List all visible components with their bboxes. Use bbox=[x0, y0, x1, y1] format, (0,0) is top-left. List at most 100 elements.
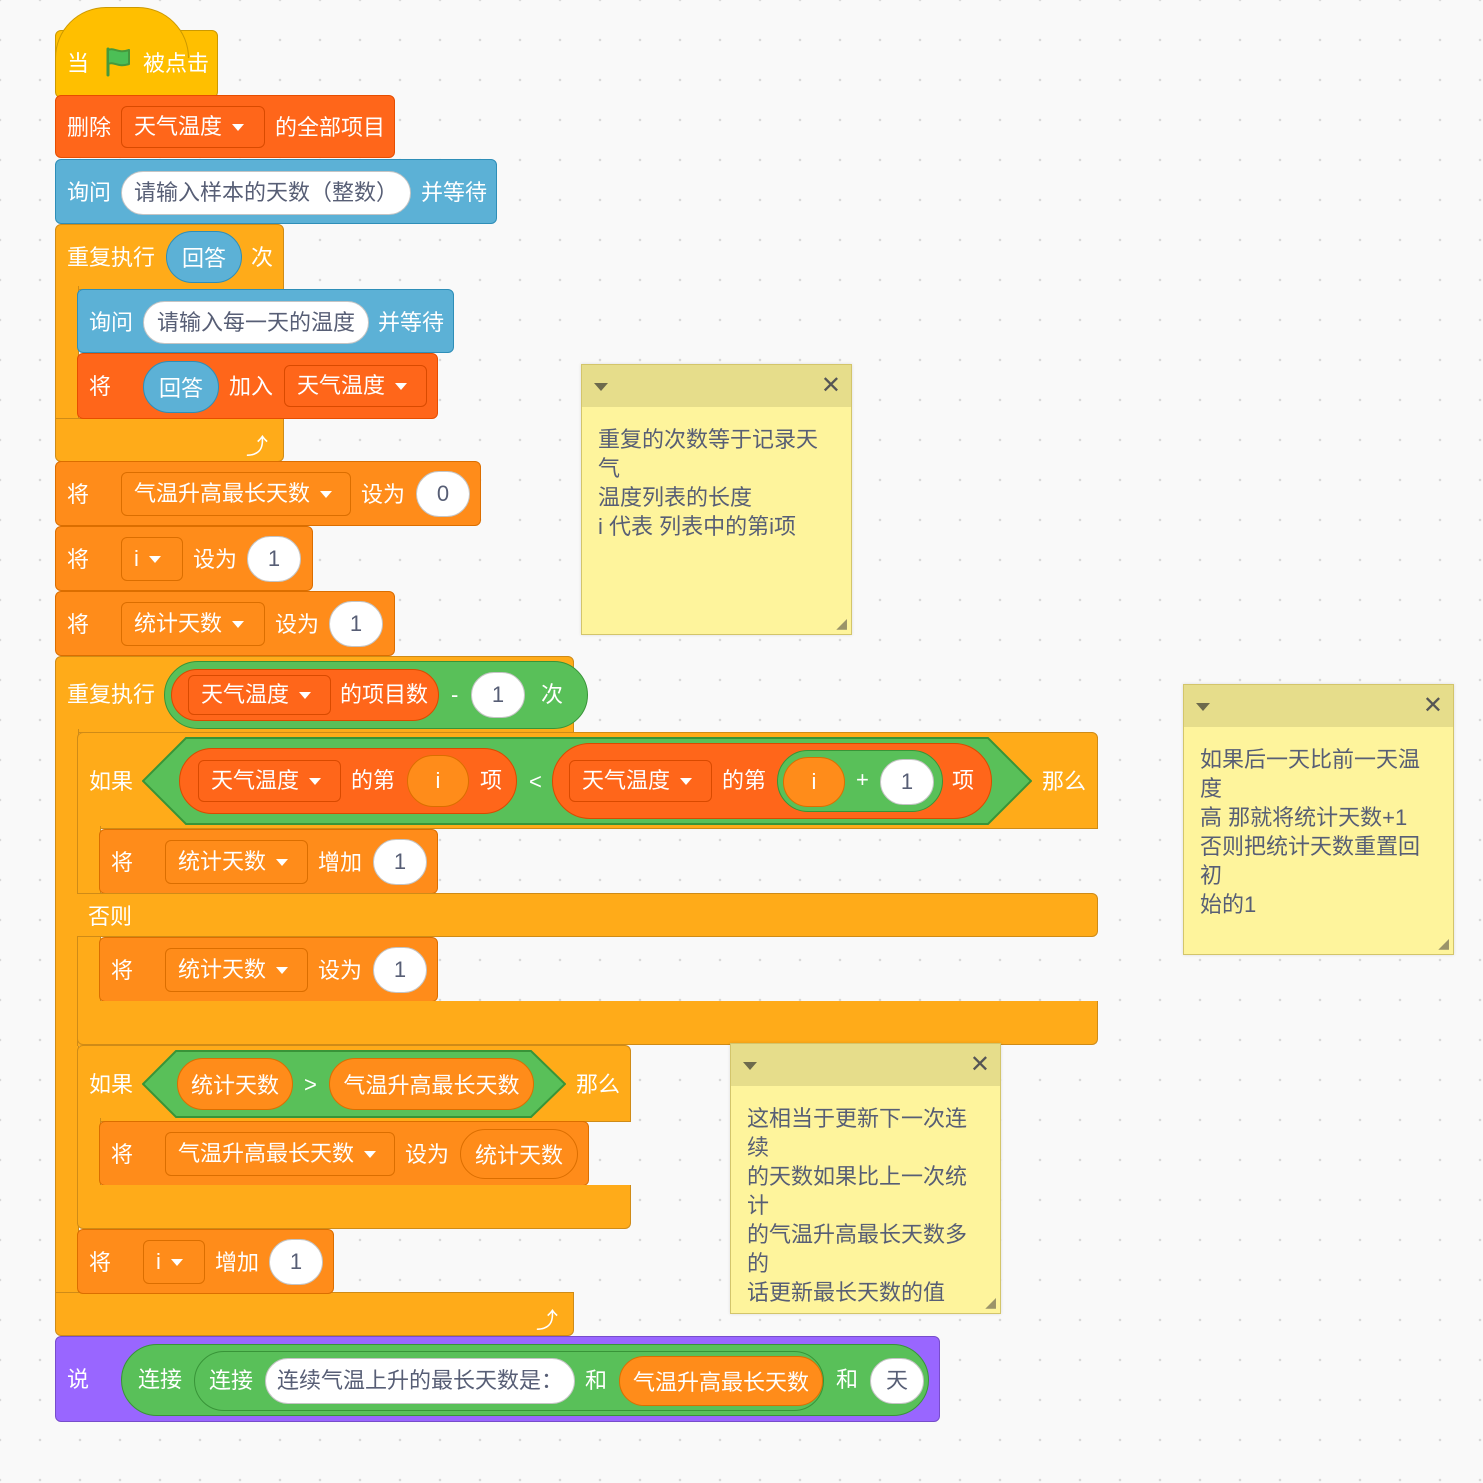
number-input[interactable]: 1 bbox=[880, 759, 934, 805]
chevron-down-icon bbox=[276, 966, 289, 974]
change-variable-block[interactable]: 将 i 增加 1 bbox=[77, 1229, 334, 1294]
value-input[interactable]: 1 bbox=[329, 601, 383, 647]
close-icon[interactable]: ✕ bbox=[969, 1051, 990, 1078]
ask-label: 询问 bbox=[89, 310, 134, 335]
list-dropdown[interactable]: 天气温度 bbox=[569, 760, 712, 802]
ask-label: 询问 bbox=[67, 180, 112, 205]
chevron-down-icon bbox=[232, 620, 245, 628]
if-bottom-arm bbox=[77, 1001, 1098, 1045]
comment-note[interactable]: ✕ 如果后一天比前一天温度 高 那就将统计天数+1 否则把统计天数重置回初 始的… bbox=[1183, 684, 1454, 955]
text-input[interactable]: 天 bbox=[870, 1358, 924, 1404]
chevron-down-icon bbox=[320, 490, 333, 498]
variable-dropdown[interactable]: 统计天数 bbox=[165, 948, 308, 992]
question-input[interactable]: 请输入样本的天数（整数） bbox=[121, 171, 411, 215]
say-block[interactable]: 说 连接 连接 连续气温上升的最长天数是： 和 气温升高最长天数 和 天 bbox=[55, 1336, 940, 1422]
plus-label: + bbox=[856, 767, 869, 792]
else-label: 否则 bbox=[88, 904, 133, 929]
if-block[interactable]: 如果 统计天数 > 气温升高最长天数 那么 bbox=[77, 1045, 631, 1122]
set-to-label: 设为 bbox=[193, 547, 238, 572]
answer-reporter[interactable]: 回答 bbox=[166, 231, 242, 283]
join-operator[interactable]: 连接 连接 连续气温上升的最长天数是： 和 气温升高最长天数 和 天 bbox=[121, 1344, 929, 1416]
ask-and-wait-block[interactable]: 询问 请输入样本的天数（整数） 并等待 bbox=[55, 159, 497, 224]
variable-dropdown[interactable]: 气温升高最长天数 bbox=[165, 1132, 395, 1176]
variable-dropdown[interactable]: 统计天数 bbox=[165, 840, 308, 884]
collapse-caret-icon[interactable] bbox=[743, 1062, 757, 1070]
variable-i-reporter[interactable]: i bbox=[407, 755, 469, 807]
set-variable-block[interactable]: 将 i 设为 1 bbox=[55, 526, 313, 591]
length-of-label: 的项目数 bbox=[340, 682, 429, 707]
minus-label: - bbox=[451, 682, 459, 707]
resize-handle-icon[interactable]: ◢ bbox=[1438, 935, 1449, 951]
variable-i-reporter[interactable]: i bbox=[783, 757, 845, 807]
variable-dropdown[interactable]: i bbox=[121, 537, 183, 581]
then-label: 那么 bbox=[1042, 769, 1087, 794]
change-variable-block[interactable]: 将 统计天数 增加 1 bbox=[99, 829, 438, 894]
max-variable-reporter[interactable]: 气温升高最长天数 bbox=[619, 1356, 823, 1406]
value-input[interactable]: 1 bbox=[373, 839, 427, 885]
collapse-caret-icon[interactable] bbox=[594, 383, 608, 391]
clicked-label: 被点击 bbox=[143, 51, 210, 76]
set-label: 将 bbox=[111, 958, 134, 983]
value-input[interactable]: 1 bbox=[247, 536, 301, 582]
add-to-list-block[interactable]: 将 回答 加入 天气温度 bbox=[77, 353, 438, 419]
chevron-down-icon bbox=[309, 777, 322, 785]
question-input[interactable]: 请输入每一天的温度 bbox=[143, 301, 369, 344]
resize-handle-icon[interactable]: ◢ bbox=[836, 615, 847, 631]
comment-text[interactable]: 重复的次数等于记录天气 温度列表的长度 i 代表 列表中的第i项 bbox=[598, 427, 819, 539]
comment-text[interactable]: 这相当于更新下一次连续 的天数如果比上一次统计 的气温升高最长天数多的 话更新最… bbox=[747, 1106, 968, 1305]
list-dropdown[interactable]: 天气温度 bbox=[188, 675, 331, 715]
item-of-list-reporter[interactable]: 天气温度 的第 i + 1 项 bbox=[552, 743, 992, 819]
set-to-label: 设为 bbox=[275, 612, 320, 637]
ask-and-wait-block[interactable]: 询问 请输入每一天的温度 并等待 bbox=[77, 289, 454, 353]
answer-reporter[interactable]: 回答 bbox=[143, 361, 219, 413]
item-of-list-reporter[interactable]: 天气温度 的第 i 项 bbox=[179, 748, 517, 814]
text-input[interactable]: 连续气温上升的最长天数是： bbox=[265, 1358, 575, 1404]
delete-all-of-list-block[interactable]: 删除 天气温度 的全部项目 bbox=[55, 95, 395, 158]
repeat-block[interactable]: 重复执行 天气温度 的项目数 - 1 次 bbox=[55, 656, 588, 733]
change-by-label: 增加 bbox=[318, 850, 363, 875]
collapse-caret-icon[interactable] bbox=[1196, 703, 1210, 711]
close-icon[interactable]: ✕ bbox=[820, 372, 841, 399]
join-operator[interactable]: 连接 连续气温上升的最长天数是： 和 气温升高最长天数 bbox=[194, 1351, 824, 1411]
variable-dropdown[interactable]: i bbox=[143, 1240, 205, 1284]
set-label: 将 bbox=[89, 1250, 112, 1275]
comment-text[interactable]: 如果后一天比前一天温度 高 那就将统计天数+1 否则把统计天数重置回初 始的1 bbox=[1200, 747, 1421, 917]
comment-header[interactable]: ✕ bbox=[1184, 685, 1453, 727]
close-icon[interactable]: ✕ bbox=[1422, 692, 1443, 719]
set-variable-block[interactable]: 将 气温升高最长天数 设为 0 bbox=[55, 461, 481, 526]
add-operator[interactable]: i + 1 bbox=[777, 750, 943, 812]
number-input[interactable]: 1 bbox=[471, 672, 525, 718]
subtract-operator[interactable]: 天气温度 的项目数 - 1 bbox=[164, 661, 588, 729]
variable-dropdown[interactable]: 统计天数 bbox=[121, 602, 265, 646]
times-label: 次 bbox=[541, 682, 564, 707]
comment-header[interactable]: ✕ bbox=[582, 365, 851, 407]
repeat-label: 重复执行 bbox=[67, 245, 156, 270]
when-flag-clicked-block[interactable]: 当 被点击 bbox=[55, 7, 218, 98]
count-variable-reporter[interactable]: 统计天数 bbox=[460, 1129, 578, 1179]
if-bottom-arm bbox=[77, 1185, 631, 1229]
resize-handle-icon[interactable]: ◢ bbox=[985, 1294, 996, 1310]
comment-header[interactable]: ✕ bbox=[731, 1044, 1000, 1086]
if-else-block[interactable]: 如果 天气温度 的第 i 项 < 天气温度 的第 i + 1 项 那么 bbox=[77, 732, 1098, 829]
list-dropdown[interactable]: 天气温度 bbox=[121, 106, 265, 148]
else-bar: 否则 bbox=[77, 893, 1098, 937]
variable-dropdown[interactable]: 气温升高最长天数 bbox=[121, 472, 351, 516]
value-input[interactable]: 1 bbox=[373, 947, 427, 993]
set-label: 将 bbox=[67, 547, 90, 572]
join-label: 连接 bbox=[138, 1367, 183, 1392]
count-variable-reporter[interactable]: 统计天数 bbox=[177, 1058, 293, 1110]
list-dropdown[interactable]: 天气温度 bbox=[284, 365, 427, 407]
comment-note[interactable]: ✕ 这相当于更新下一次连续 的天数如果比上一次统计 的气温升高最长天数多的 话更… bbox=[730, 1043, 1001, 1314]
set-variable-block[interactable]: 将 统计天数 设为 1 bbox=[99, 937, 438, 1002]
if-label: 如果 bbox=[89, 1072, 134, 1097]
list-length-reporter[interactable]: 天气温度 的项目数 bbox=[171, 669, 439, 721]
value-input[interactable]: 1 bbox=[269, 1239, 323, 1285]
chevron-down-icon bbox=[364, 1150, 377, 1158]
list-dropdown[interactable]: 天气温度 bbox=[198, 760, 341, 802]
repeat-block[interactable]: 重复执行 回答 次 bbox=[55, 224, 284, 290]
comment-note[interactable]: ✕ 重复的次数等于记录天气 温度列表的长度 i 代表 列表中的第i项 ◢ bbox=[581, 364, 852, 635]
max-variable-reporter[interactable]: 气温升高最长天数 bbox=[329, 1058, 534, 1110]
set-variable-block[interactable]: 将 统计天数 设为 1 bbox=[55, 591, 395, 656]
value-input[interactable]: 0 bbox=[416, 471, 470, 517]
set-variable-block[interactable]: 将 气温升高最长天数 设为 统计天数 bbox=[99, 1121, 589, 1186]
